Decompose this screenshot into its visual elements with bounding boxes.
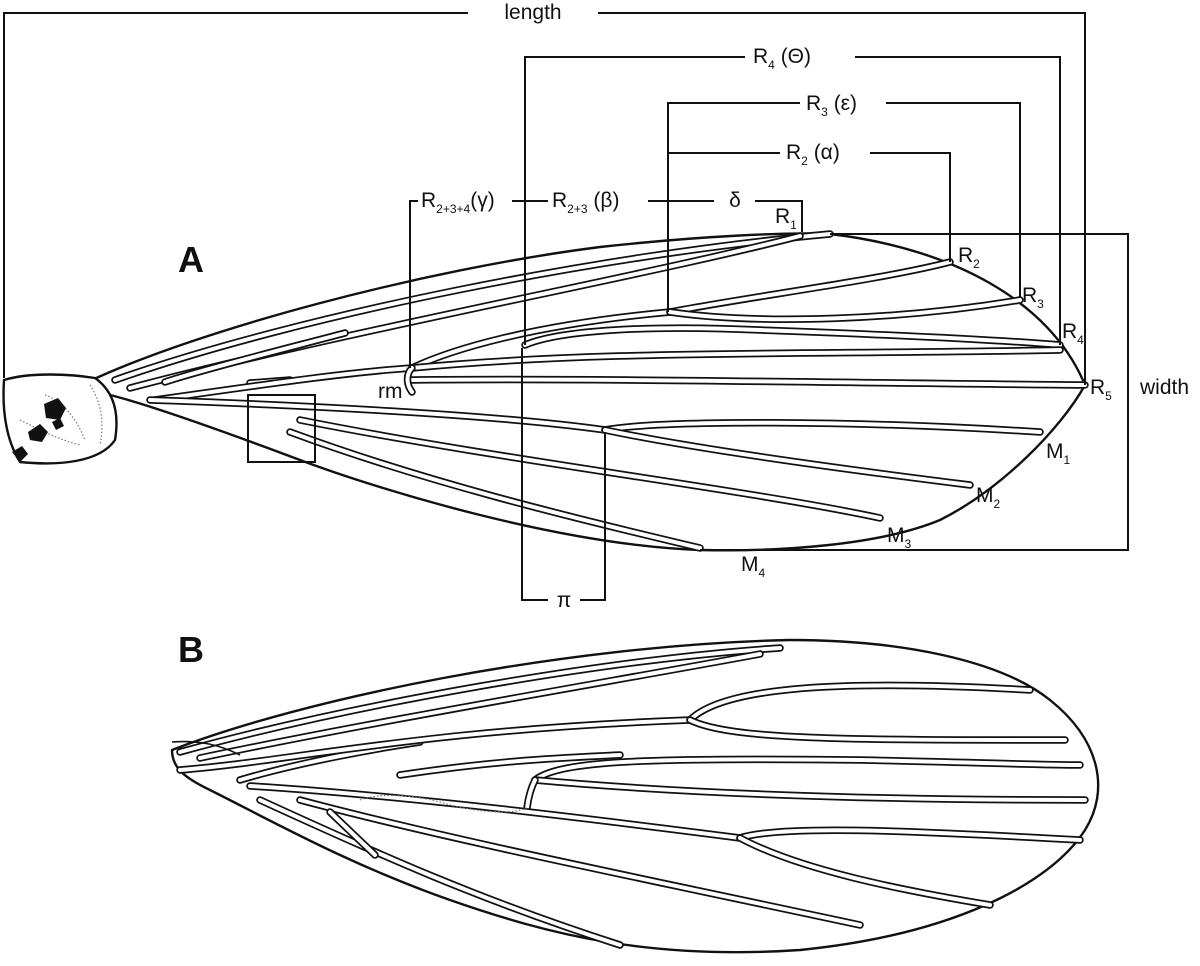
pi-label: π xyxy=(557,589,572,612)
wing-a-base-texture xyxy=(19,384,103,446)
width-bracket xyxy=(700,233,1129,551)
delta-label: δ xyxy=(729,189,741,212)
vein-m2-label: M2 xyxy=(976,484,1001,511)
r23-beta-label: R2+3 (β) xyxy=(552,189,619,216)
r4-bracket xyxy=(524,56,1061,345)
r3-epsilon-label: R3 (ε) xyxy=(806,92,857,119)
sclerite-4 xyxy=(12,446,28,462)
vein-r5-label: R5 xyxy=(1090,376,1112,403)
vein-rm-label: rm xyxy=(378,380,403,403)
sclerite-2 xyxy=(28,424,48,442)
r234-bracket xyxy=(409,200,548,368)
sclerite-3 xyxy=(52,418,64,430)
width-label: width xyxy=(1139,376,1189,399)
r234-gamma-label: R2+3+4(γ) xyxy=(421,189,495,216)
r2-bracket xyxy=(668,152,951,262)
wing-b: B xyxy=(170,629,1100,954)
wing-b-base-line xyxy=(171,740,241,756)
wing-a-veins xyxy=(111,230,1089,552)
panel-a-label: A xyxy=(178,239,204,280)
vein-m1-label: M1 xyxy=(1046,440,1071,467)
vein-r4-label: R4 xyxy=(1062,320,1084,347)
vein-r2-label: R2 xyxy=(958,244,980,271)
length-label: length xyxy=(504,1,561,24)
wing-b-veins xyxy=(176,644,1089,949)
wing-a xyxy=(2,230,1089,552)
length-bracket xyxy=(3,12,1086,385)
r4-theta-label: R4 (Θ) xyxy=(753,45,811,72)
sclerite-1 xyxy=(44,398,66,420)
vein-m3-label: M3 xyxy=(887,524,912,551)
r3-bracket xyxy=(667,102,1021,312)
vein-m4-label: M4 xyxy=(741,553,766,580)
vein-r3-label: R3 xyxy=(1022,284,1044,311)
delta-bracket xyxy=(648,200,803,232)
panel-b-label: B xyxy=(178,629,204,670)
wing-b-faint-vein xyxy=(359,794,528,813)
labels-a: A length width R4 (Θ) R3 (ε) R2 (α) R2+3… xyxy=(178,1,1189,612)
vein-r1-label: R1 xyxy=(775,205,797,232)
measurement-brackets xyxy=(3,12,1129,601)
pi-bracket xyxy=(521,348,606,601)
r2-alpha-label: R2 (α) xyxy=(786,141,840,168)
detail-box xyxy=(247,394,316,463)
